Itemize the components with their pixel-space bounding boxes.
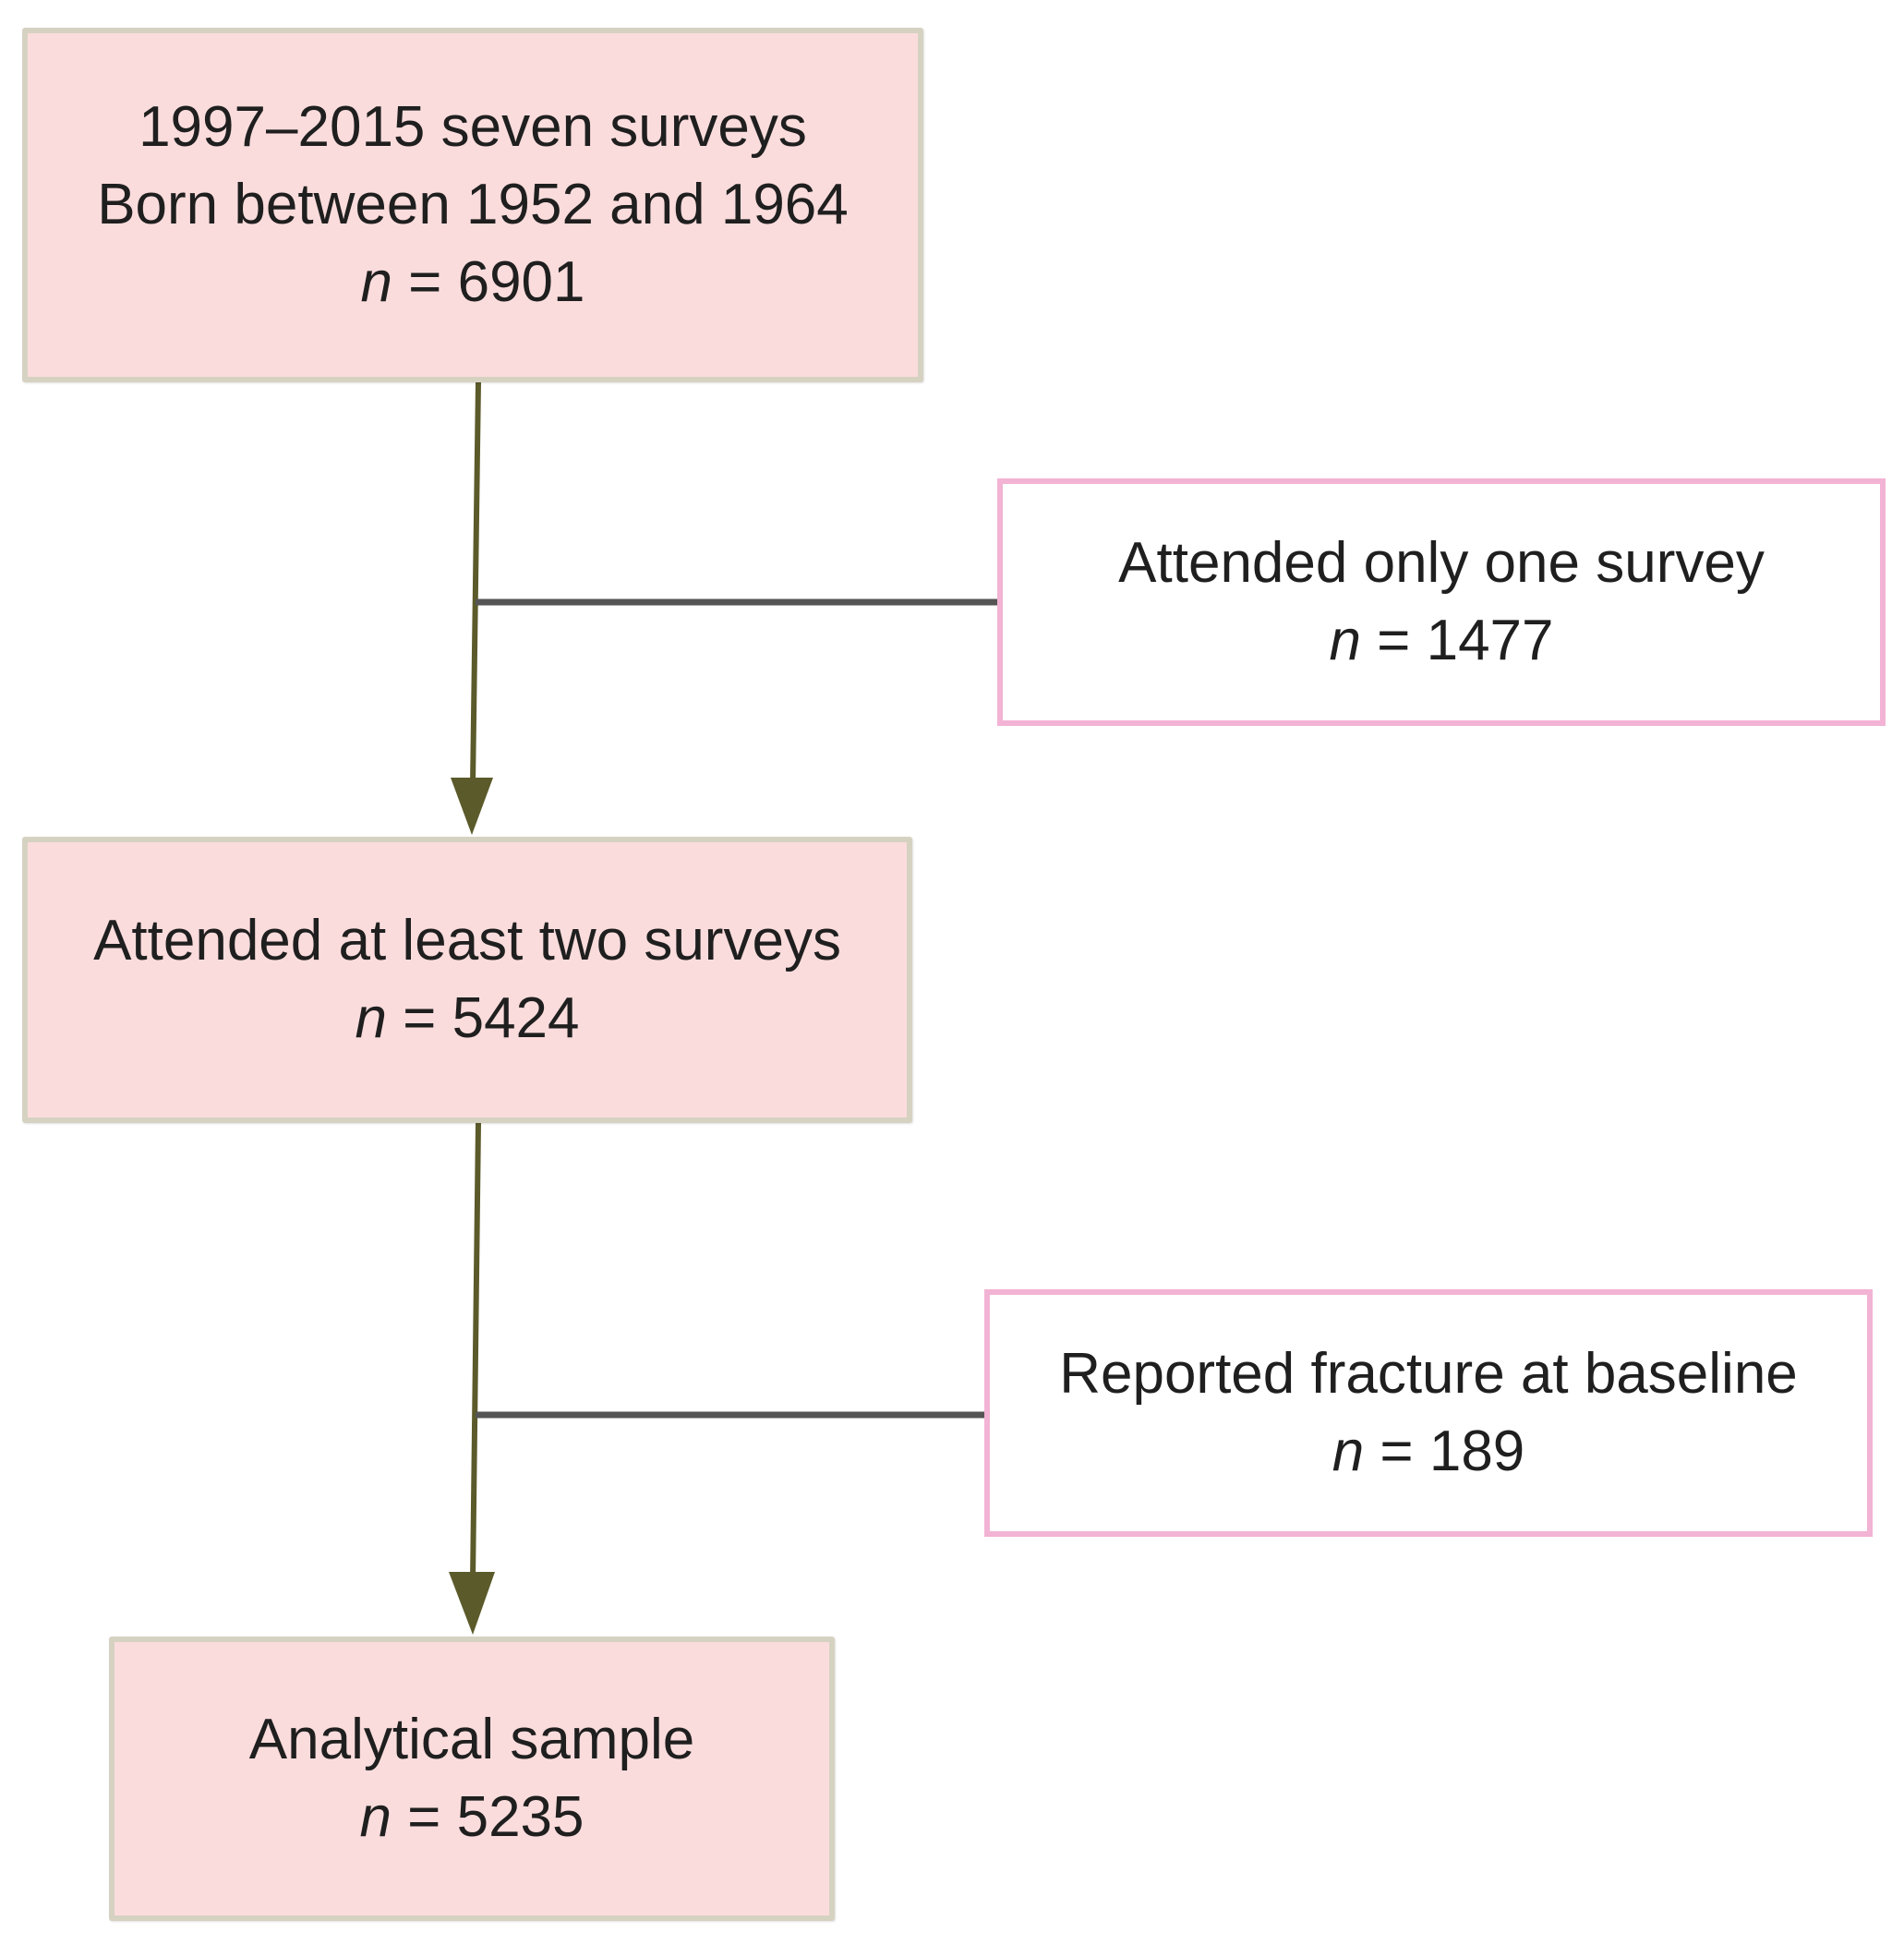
count-value: = 5235	[391, 1785, 584, 1849]
arrow-start-to-middle-shaft	[470, 381, 481, 786]
box-exclusion-one-survey: Attended only one survey n = 1477	[997, 478, 1886, 726]
exclusion-2-label: Reported fracture at baseline	[1059, 1342, 1798, 1406]
analytical-sample-label: Analytical sample	[248, 1708, 695, 1771]
box-two-surveys: Attended at least two surveys n = 5424	[22, 837, 912, 1123]
n-symbol: n	[355, 986, 387, 1050]
n-symbol: n	[360, 250, 392, 314]
box-initial-population: 1997–2015 seven surveys Born between 195…	[22, 28, 923, 382]
arrow-middle-to-final-head	[449, 1572, 495, 1635]
n-symbol: n	[1332, 1419, 1365, 1483]
initial-population-line-2: Born between 1952 and 1964	[97, 173, 849, 236]
two-surveys-label: Attended at least two surveys	[93, 909, 841, 972]
initial-population-line-1: 1997–2015 seven surveys	[139, 95, 807, 159]
exclusion-1-count: n = 1477	[1329, 602, 1553, 680]
count-value: = 6901	[392, 250, 585, 314]
arrow-start-to-middle-head	[451, 778, 493, 835]
count-value: = 5424	[386, 986, 580, 1050]
exclusion-2-count: n = 189	[1332, 1413, 1525, 1491]
n-symbol: n	[1329, 609, 1361, 672]
initial-population-count: n = 6901	[360, 244, 584, 321]
count-value: = 189	[1364, 1419, 1525, 1483]
arrow-middle-to-final-shaft	[470, 1122, 481, 1582]
n-symbol: n	[359, 1785, 392, 1849]
count-value: = 1477	[1360, 609, 1554, 672]
box-exclusion-fracture: Reported fracture at baseline n = 189	[984, 1289, 1873, 1537]
analytical-sample-count: n = 5235	[359, 1779, 584, 1856]
two-surveys-count: n = 5424	[355, 980, 579, 1057]
exclusion-1-label: Attended only one survey	[1118, 531, 1765, 595]
box-analytical-sample: Analytical sample n = 5235	[109, 1637, 835, 1921]
